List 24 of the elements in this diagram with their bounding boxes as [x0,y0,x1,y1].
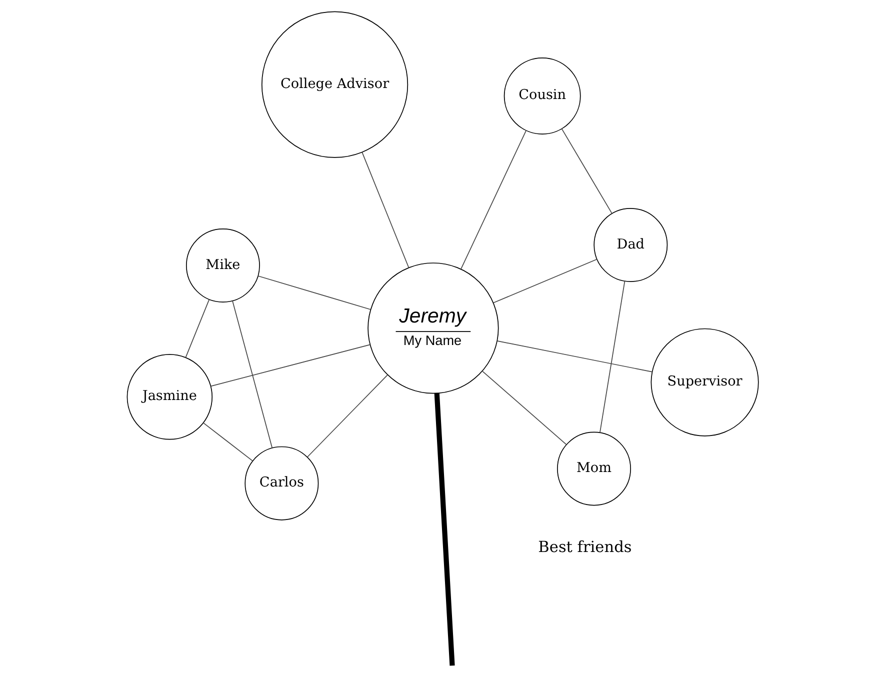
node-circle: Jeremy My Name [368,262,499,394]
node-circle: Carlos [244,446,319,520]
connector [306,374,388,458]
connector [202,422,254,462]
connector [434,393,455,666]
node-circle: Supervisor [650,328,759,436]
connector [232,300,273,448]
connector [210,344,370,387]
node-circle: Mike [186,228,260,303]
connector [362,152,410,268]
connector [258,276,372,310]
connector [561,128,612,214]
connector [493,258,598,304]
connector [185,299,210,358]
node-circle: Cousin [504,58,581,134]
connector [496,340,652,372]
node-circle: College Advisor [261,11,408,158]
node-circle: Mom [557,432,631,506]
connector [460,130,527,270]
label: Best friends [538,538,632,556]
node-circle: Jasmine [126,354,213,440]
connector [600,280,626,434]
node-circle: Dad [594,208,668,282]
connector [482,370,567,445]
